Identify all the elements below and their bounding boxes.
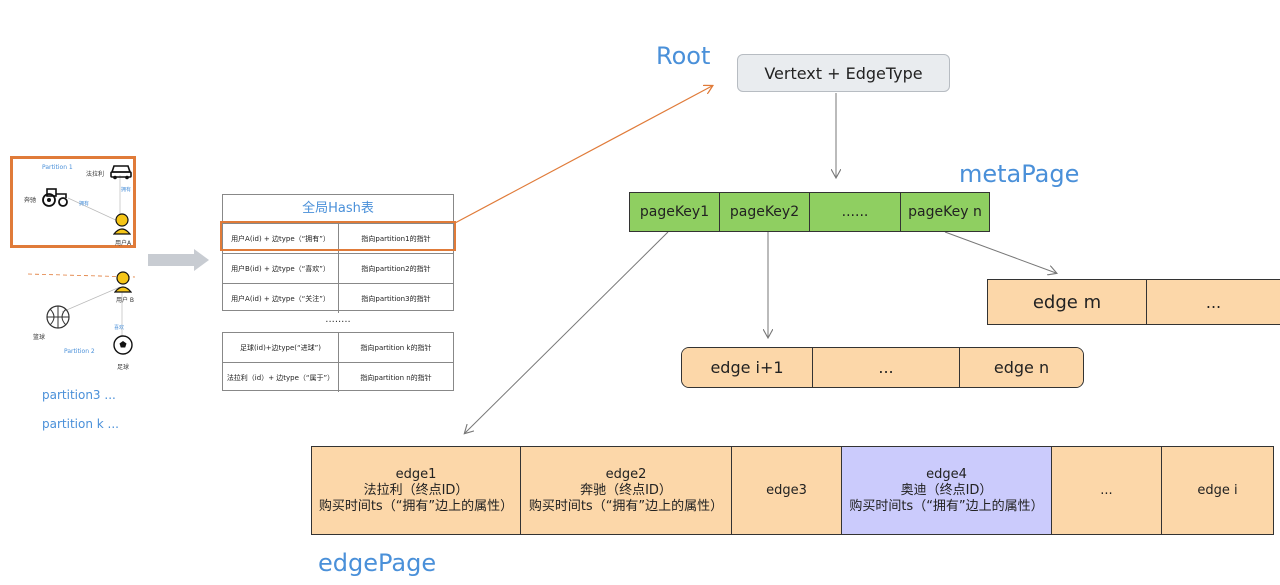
global-hash-table-tail: 足球(id)+边type(“进球”) 指向partition k的指针 法拉利（… [222,332,454,392]
own-edge-label-2: 拥有 [121,187,132,193]
edgepage-row: edge1 法拉利（终点ID） 购买时间ts（“拥有”边上的属性） edge2 … [311,446,1274,535]
benz-label: 奔驰 [24,197,37,204]
hash-row: 足球(id)+边type(“进球”) 指向partition k的指针 [223,333,453,362]
hash-value: 指向partition2的指针 [361,264,431,273]
own-edge-label: 拥有 [79,201,90,207]
hash-table-ellipsis: ........ [325,314,351,325]
root-box: Vertext + EdgeType [737,54,950,92]
pagekeyn-to-edge-m-arrow [944,231,1056,273]
basketball-label: 篮球 [33,334,46,341]
user-a-icon [112,213,132,239]
edge2-line: 奔驰（终点ID） [580,482,672,498]
hash-row: 法拉利（id）+ 边type（“属于”） 指向partition n的指针 [223,362,453,392]
hash-row: 用户B(id) + 边type（“喜欢”） 指向partition2的指针 [223,253,453,283]
edge-i-row: edge i+1 ... edge n [681,347,1084,388]
hash-table-rows: 用户A(id) + 边type（“拥有”） 指向partition1的指针 用户… [223,224,453,313]
edge1-line: edge1 [395,466,437,482]
partitionk-label: partition k ... [42,417,119,431]
hash-key: 足球(id)+边type(“进球”) [223,333,339,362]
edge1-line: 购买时间ts（“拥有”边上的属性） [318,498,514,514]
hash-value: 指向partition n的指针 [360,373,432,382]
edge3-line: edge3 [766,482,807,498]
user-b-label: 用户 B [116,297,135,304]
hash-table-title: 全局Hash表 [223,195,453,224]
edgepage-cell-edge1: edge1 法拉利（终点ID） 购买时间ts（“拥有”边上的属性） [312,447,521,534]
edge-cell: edge i+1 [682,348,813,387]
edge1-line: 法拉利（终点ID） [363,482,469,498]
edgepage-heading: edgePage [318,549,437,577]
edgepage-cell-edge2: edge2 奔驰（终点ID） 购买时间ts（“拥有”边上的属性） [521,447,732,534]
hash-value: 指向partition3的指针 [361,294,431,303]
hash-key: 用户A(id) + 边type（“拥有”） [223,224,339,253]
like-edge-label: 喜欢 [114,325,125,331]
user-a-label: 用户A [115,240,132,247]
hash-key: 用户B(id) + 边type（“喜欢”） [223,254,339,283]
big-arrow-tail [148,254,194,266]
edge2-line: edge2 [605,466,647,482]
edge4-line: edge4 [926,466,967,482]
hash-key: 法拉利（id）+ 边type（“属于”） [223,363,339,392]
metapage-cell: pageKey1 [630,193,720,231]
root-heading: Root [656,42,711,70]
metapage-row: pageKey1 pageKey2 ...... pageKey n [629,192,990,232]
partition2-label: Partition 2 [64,348,95,355]
edge-cell: ... [813,348,960,387]
edgepage-cell-edge-i: edge i [1162,447,1273,534]
ferrari-label: 法拉利 [86,171,105,178]
global-hash-table: 全局Hash表 用户A(id) + 边type（“拥有”） 指向partitio… [222,194,454,313]
ellipsis-line: ... [1100,482,1113,498]
big-arrow-head-icon [194,249,209,271]
hash-row: 用户A(id) + 边type（“关注”） 指向partition3的指针 [223,283,453,313]
football-icon [113,335,133,359]
hash-value: 指向partition k的指针 [360,343,432,352]
hash-value: 指向partition1的指针 [361,234,431,243]
football-label: 足球 [117,364,130,371]
edge-cell: ... [1147,280,1280,324]
edgepage-cell-edge3: edge3 [732,447,842,534]
metapage-cell: pageKey2 [720,193,810,231]
edge-i-line: edge i [1197,482,1238,498]
partition1-label: Partition 1 [42,164,73,171]
edge2-line: 购买时间ts（“拥有”边上的属性） [528,498,724,514]
edgepage-cell-ellipsis: ... [1052,447,1162,534]
user-b-icon [113,271,133,297]
metapage-heading: metaPage [959,160,1080,188]
edgepage-cell-edge4: edge4 奥迪（终点ID） 购买时间ts（“拥有”边上的属性） [842,447,1052,534]
edge-cell: edge m [988,280,1147,324]
basketball-icon [45,304,71,334]
edge4-line: 奥迪（终点ID） [900,482,993,498]
metapage-cell: pageKey n [901,193,989,231]
hash-row: 用户A(id) + 边type（“拥有”） 指向partition1的指针 [223,224,453,253]
edge-cell: edge n [960,348,1083,387]
partition3-label: partition3 ... [42,388,116,402]
hash-key: 用户A(id) + 边type（“关注”） [223,284,339,313]
partition1-highlight-frame [10,156,136,248]
pagekey1-to-edgepage-arrow [465,231,669,433]
hash-row-highlight-frame [220,221,456,251]
car-icon [109,162,133,184]
tractor-icon [41,186,69,212]
metapage-cell: ...... [810,193,901,231]
edge-m-row: edge m ... [987,279,1280,325]
edge4-line: 购买时间ts（“拥有”边上的属性） [849,498,1044,514]
